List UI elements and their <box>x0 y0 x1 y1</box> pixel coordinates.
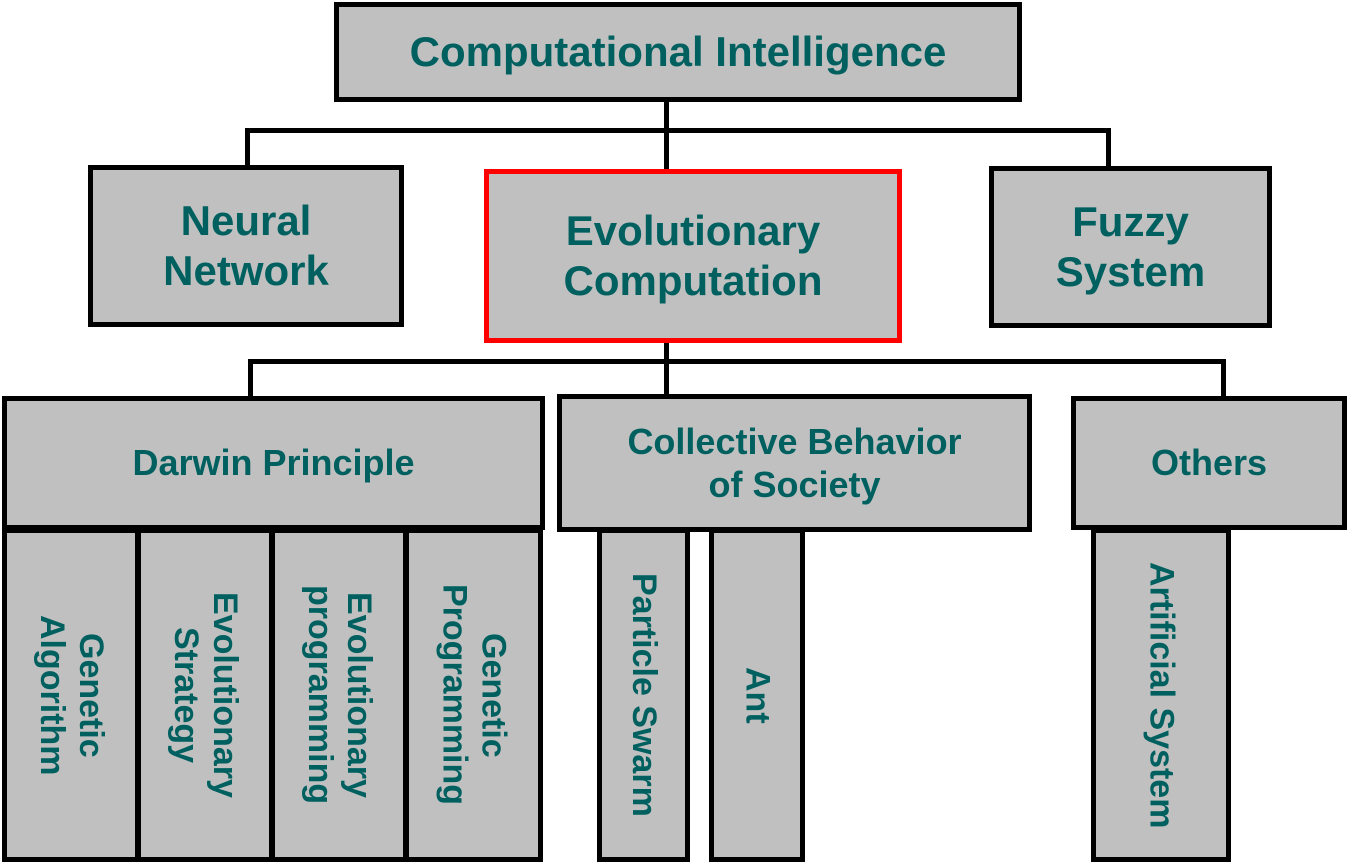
others-node: Others <box>1071 396 1347 530</box>
connector-darwin-down <box>248 359 253 401</box>
evolutionary-programming-label: Evolutionary programming <box>301 585 379 805</box>
ant-leaf: Ant <box>709 528 805 862</box>
darwin-principle-node: Darwin Principle <box>2 396 545 530</box>
genetic-algorithm-label: Genetic Algorithm <box>33 614 111 776</box>
ant-label: Ant <box>738 666 777 724</box>
connector-level1-bar <box>245 128 1111 133</box>
evolutionary-computation-label: Evolutionary Computation <box>563 206 823 304</box>
genetic-programming-leaf: Genetic Programming <box>404 528 543 862</box>
connector-fuzzy-down <box>1106 128 1111 170</box>
connector-evolutionary-down <box>664 128 669 174</box>
genetic-algorithm-leaf: Genetic Algorithm <box>2 528 140 862</box>
connector-neural-down <box>245 128 250 170</box>
root-node: Computational Intelligence <box>334 2 1022 102</box>
connector-collective-down <box>664 359 669 397</box>
particle-swarm-label: Particle Swarm <box>625 573 664 817</box>
connector-others-down <box>1221 359 1226 401</box>
root-label: Computational Intelligence <box>409 27 947 75</box>
others-label: Others <box>1150 442 1268 484</box>
artificial-system-leaf: Artificial System <box>1091 528 1231 862</box>
particle-swarm-leaf: Particle Swarm <box>597 528 690 862</box>
darwin-principle-label: Darwin Principle <box>132 442 415 484</box>
genetic-programming-label: Genetic Programming <box>435 584 513 806</box>
connector-level2-bar <box>248 359 1226 364</box>
evolutionary-strategy-leaf: Evolutionary Strategy <box>136 528 274 862</box>
evolutionary-computation-node: Evolutionary Computation <box>484 169 902 343</box>
fuzzy-system-node: Fuzzy System <box>989 166 1272 328</box>
neural-network-label: Neural Network <box>163 196 329 294</box>
collective-behavior-node: Collective Behavior of Society <box>557 394 1032 532</box>
collective-behavior-label: Collective Behavior of Society <box>627 420 962 505</box>
evolutionary-programming-leaf: Evolutionary programming <box>270 528 408 862</box>
connector-root-down <box>664 98 669 132</box>
connector-evolutionary-out <box>664 340 669 364</box>
neural-network-node: Neural Network <box>88 165 404 327</box>
fuzzy-system-label: Fuzzy System <box>1055 197 1206 295</box>
artificial-system-label: Artificial System <box>1142 561 1181 829</box>
evolutionary-strategy-label: Evolutionary Strategy <box>167 592 245 798</box>
